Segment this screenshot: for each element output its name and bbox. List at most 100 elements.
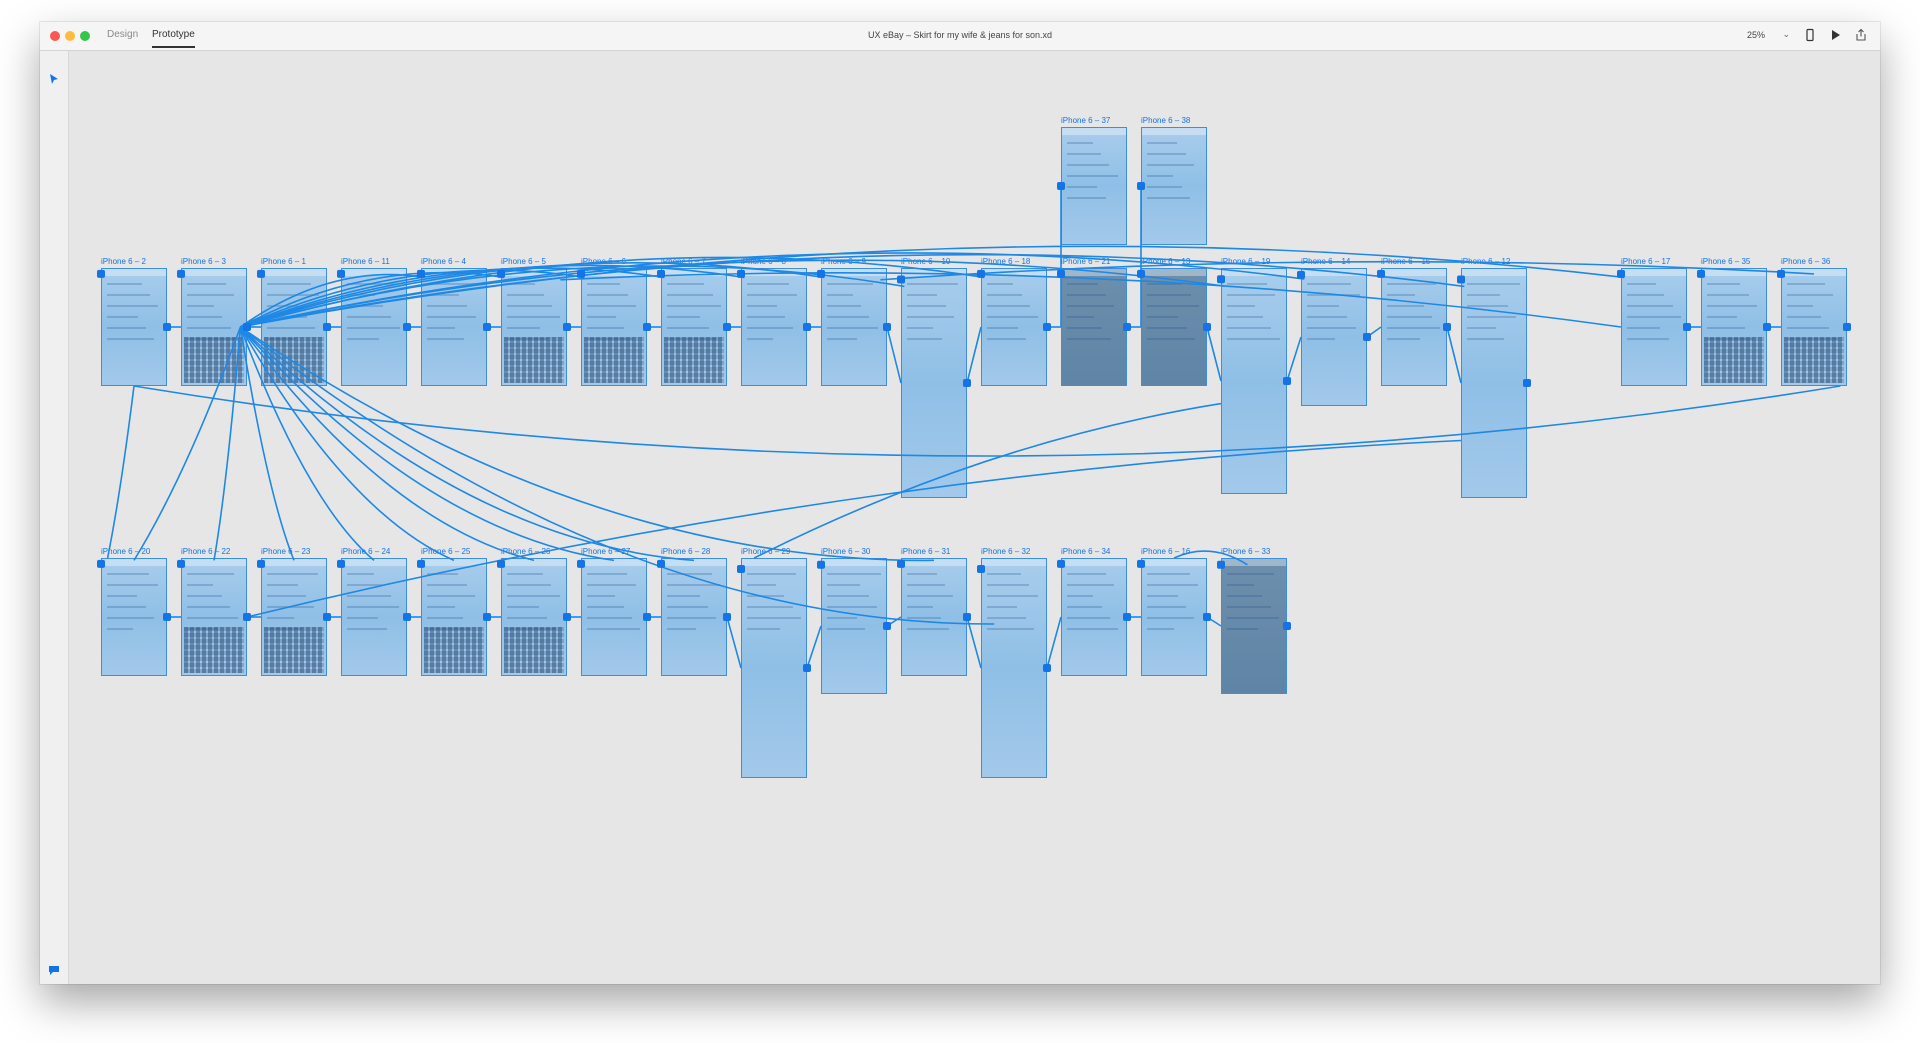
artboard[interactable]: [1141, 268, 1207, 386]
artboard[interactable]: [581, 268, 647, 386]
artboard[interactable]: [581, 558, 647, 676]
artboard-label[interactable]: iPhone 6 – 31: [901, 547, 951, 556]
artboard[interactable]: [101, 268, 167, 386]
artboard-label[interactable]: iPhone 6 – 12: [1461, 257, 1511, 266]
artboard[interactable]: [1301, 268, 1367, 406]
artboard-label[interactable]: iPhone 6 – 28: [661, 547, 711, 556]
artboard-label[interactable]: iPhone 6 – 16: [1141, 547, 1191, 556]
connection-wire[interactable]: [886, 616, 902, 627]
artboard[interactable]: [421, 268, 487, 386]
artboard[interactable]: [181, 558, 247, 676]
artboard[interactable]: [981, 558, 1047, 778]
zoom-dropdown-icon[interactable]: ⌄: [1782, 29, 1790, 39]
artboard-label[interactable]: iPhone 6 – 11: [341, 257, 390, 266]
artboard-label[interactable]: iPhone 6 – 18: [981, 257, 1031, 266]
artboard[interactable]: [341, 558, 407, 676]
artboard-label[interactable]: iPhone 6 – 13: [1141, 257, 1191, 266]
artboard-label[interactable]: iPhone 6 – 27: [581, 547, 631, 556]
connection-wire[interactable]: [1446, 326, 1462, 384]
artboard[interactable]: [661, 558, 727, 676]
tab-design[interactable]: Design: [107, 29, 139, 40]
maximize-window-button[interactable]: [80, 31, 90, 41]
share-icon[interactable]: [1854, 28, 1868, 42]
connection-wire[interactable]: [1286, 336, 1302, 382]
artboard-label[interactable]: iPhone 6 – 2: [101, 257, 146, 266]
artboard[interactable]: [1621, 268, 1687, 386]
play-icon[interactable]: [1828, 28, 1842, 42]
artboard-label[interactable]: iPhone 6 – 23: [261, 547, 311, 556]
artboard[interactable]: [1141, 127, 1207, 245]
artboard[interactable]: [1061, 127, 1127, 245]
artboard[interactable]: [1061, 268, 1127, 386]
artboard-label[interactable]: iPhone 6 – 29: [741, 547, 791, 556]
connection-wire[interactable]: [1206, 326, 1222, 382]
connection-wire[interactable]: [133, 385, 1841, 457]
artboard-label[interactable]: iPhone 6 – 30: [821, 547, 871, 556]
connection-wire[interactable]: [966, 326, 982, 384]
artboard[interactable]: [341, 268, 407, 386]
connection-wire[interactable]: [966, 616, 982, 669]
artboard-label[interactable]: iPhone 6 – 24: [341, 547, 391, 556]
artboard-label[interactable]: iPhone 6 – 6: [581, 257, 626, 266]
tab-prototype[interactable]: Prototype: [152, 29, 195, 48]
connection-wire[interactable]: [1046, 616, 1062, 669]
artboard-label[interactable]: iPhone 6 – 7: [661, 257, 706, 266]
comment-icon[interactable]: [48, 964, 60, 976]
artboard-label[interactable]: iPhone 6 – 10: [901, 257, 951, 266]
artboard-label[interactable]: iPhone 6 – 14: [1301, 257, 1351, 266]
artboard[interactable]: [821, 268, 887, 386]
artboard[interactable]: [901, 268, 967, 498]
artboard[interactable]: [181, 268, 247, 386]
artboard-label[interactable]: iPhone 6 – 34: [1061, 547, 1111, 556]
device-preview-icon[interactable]: [1803, 28, 1817, 42]
connection-wire[interactable]: [886, 326, 902, 384]
connection-wire[interactable]: [106, 385, 135, 559]
artboard[interactable]: [1701, 268, 1767, 386]
artboard[interactable]: [821, 558, 887, 694]
artboard[interactable]: [261, 268, 327, 386]
artboard[interactable]: [901, 558, 967, 676]
artboard[interactable]: [421, 558, 487, 676]
artboard[interactable]: [1221, 268, 1287, 494]
artboard[interactable]: [1381, 268, 1447, 386]
artboard-label[interactable]: iPhone 6 – 3: [181, 257, 226, 266]
artboard-label[interactable]: iPhone 6 – 33: [1221, 547, 1271, 556]
artboard-label[interactable]: iPhone 6 – 32: [981, 547, 1031, 556]
connection-wire[interactable]: [726, 616, 742, 669]
select-arrow-icon[interactable]: [48, 73, 60, 85]
artboard[interactable]: [501, 268, 567, 386]
artboard[interactable]: [1781, 268, 1847, 386]
artboard-label[interactable]: iPhone 6 – 17: [1621, 257, 1671, 266]
connection-wire[interactable]: [753, 402, 1222, 559]
artboard[interactable]: [661, 268, 727, 386]
artboard-label[interactable]: iPhone 6 – 9: [821, 257, 866, 266]
connection-wire[interactable]: [1206, 616, 1222, 627]
artboard-label[interactable]: iPhone 6 – 26: [501, 547, 551, 556]
artboard[interactable]: [1141, 558, 1207, 676]
prototype-canvas[interactable]: iPhone 6 – 37 iPhone 6 – 38 iPhone 6 – 2 iP…: [69, 51, 1880, 984]
artboard-label[interactable]: iPhone 6 – 19: [1221, 257, 1271, 266]
close-window-button[interactable]: [50, 31, 60, 41]
minimize-window-button[interactable]: [65, 31, 75, 41]
artboard-label[interactable]: iPhone 6 – 20: [101, 547, 151, 556]
zoom-level[interactable]: 25%: [1746, 30, 1765, 40]
artboard[interactable]: [501, 558, 567, 676]
artboard-label[interactable]: iPhone 6 – 15: [1381, 257, 1431, 266]
artboard[interactable]: [741, 268, 807, 386]
artboard-label[interactable]: iPhone 6 – 25: [421, 547, 471, 556]
artboard-label[interactable]: iPhone 6 – 37: [1061, 116, 1111, 125]
artboard[interactable]: [741, 558, 807, 778]
artboard[interactable]: [1461, 268, 1527, 498]
artboard[interactable]: [1221, 558, 1287, 694]
artboard-label[interactable]: iPhone 6 – 36: [1781, 257, 1831, 266]
connection-wire[interactable]: [1366, 326, 1382, 338]
artboard[interactable]: [1061, 558, 1127, 676]
artboard-label[interactable]: iPhone 6 – 38: [1141, 116, 1191, 125]
artboard-label[interactable]: iPhone 6 – 8: [741, 257, 786, 266]
artboard-label[interactable]: iPhone 6 – 4: [421, 257, 466, 266]
artboard-label[interactable]: iPhone 6 – 5: [501, 257, 546, 266]
artboard[interactable]: [981, 268, 1047, 386]
artboard-label[interactable]: iPhone 6 – 22: [181, 547, 231, 556]
artboard-label[interactable]: iPhone 6 – 35: [1701, 257, 1751, 266]
connection-wire[interactable]: [806, 625, 822, 669]
